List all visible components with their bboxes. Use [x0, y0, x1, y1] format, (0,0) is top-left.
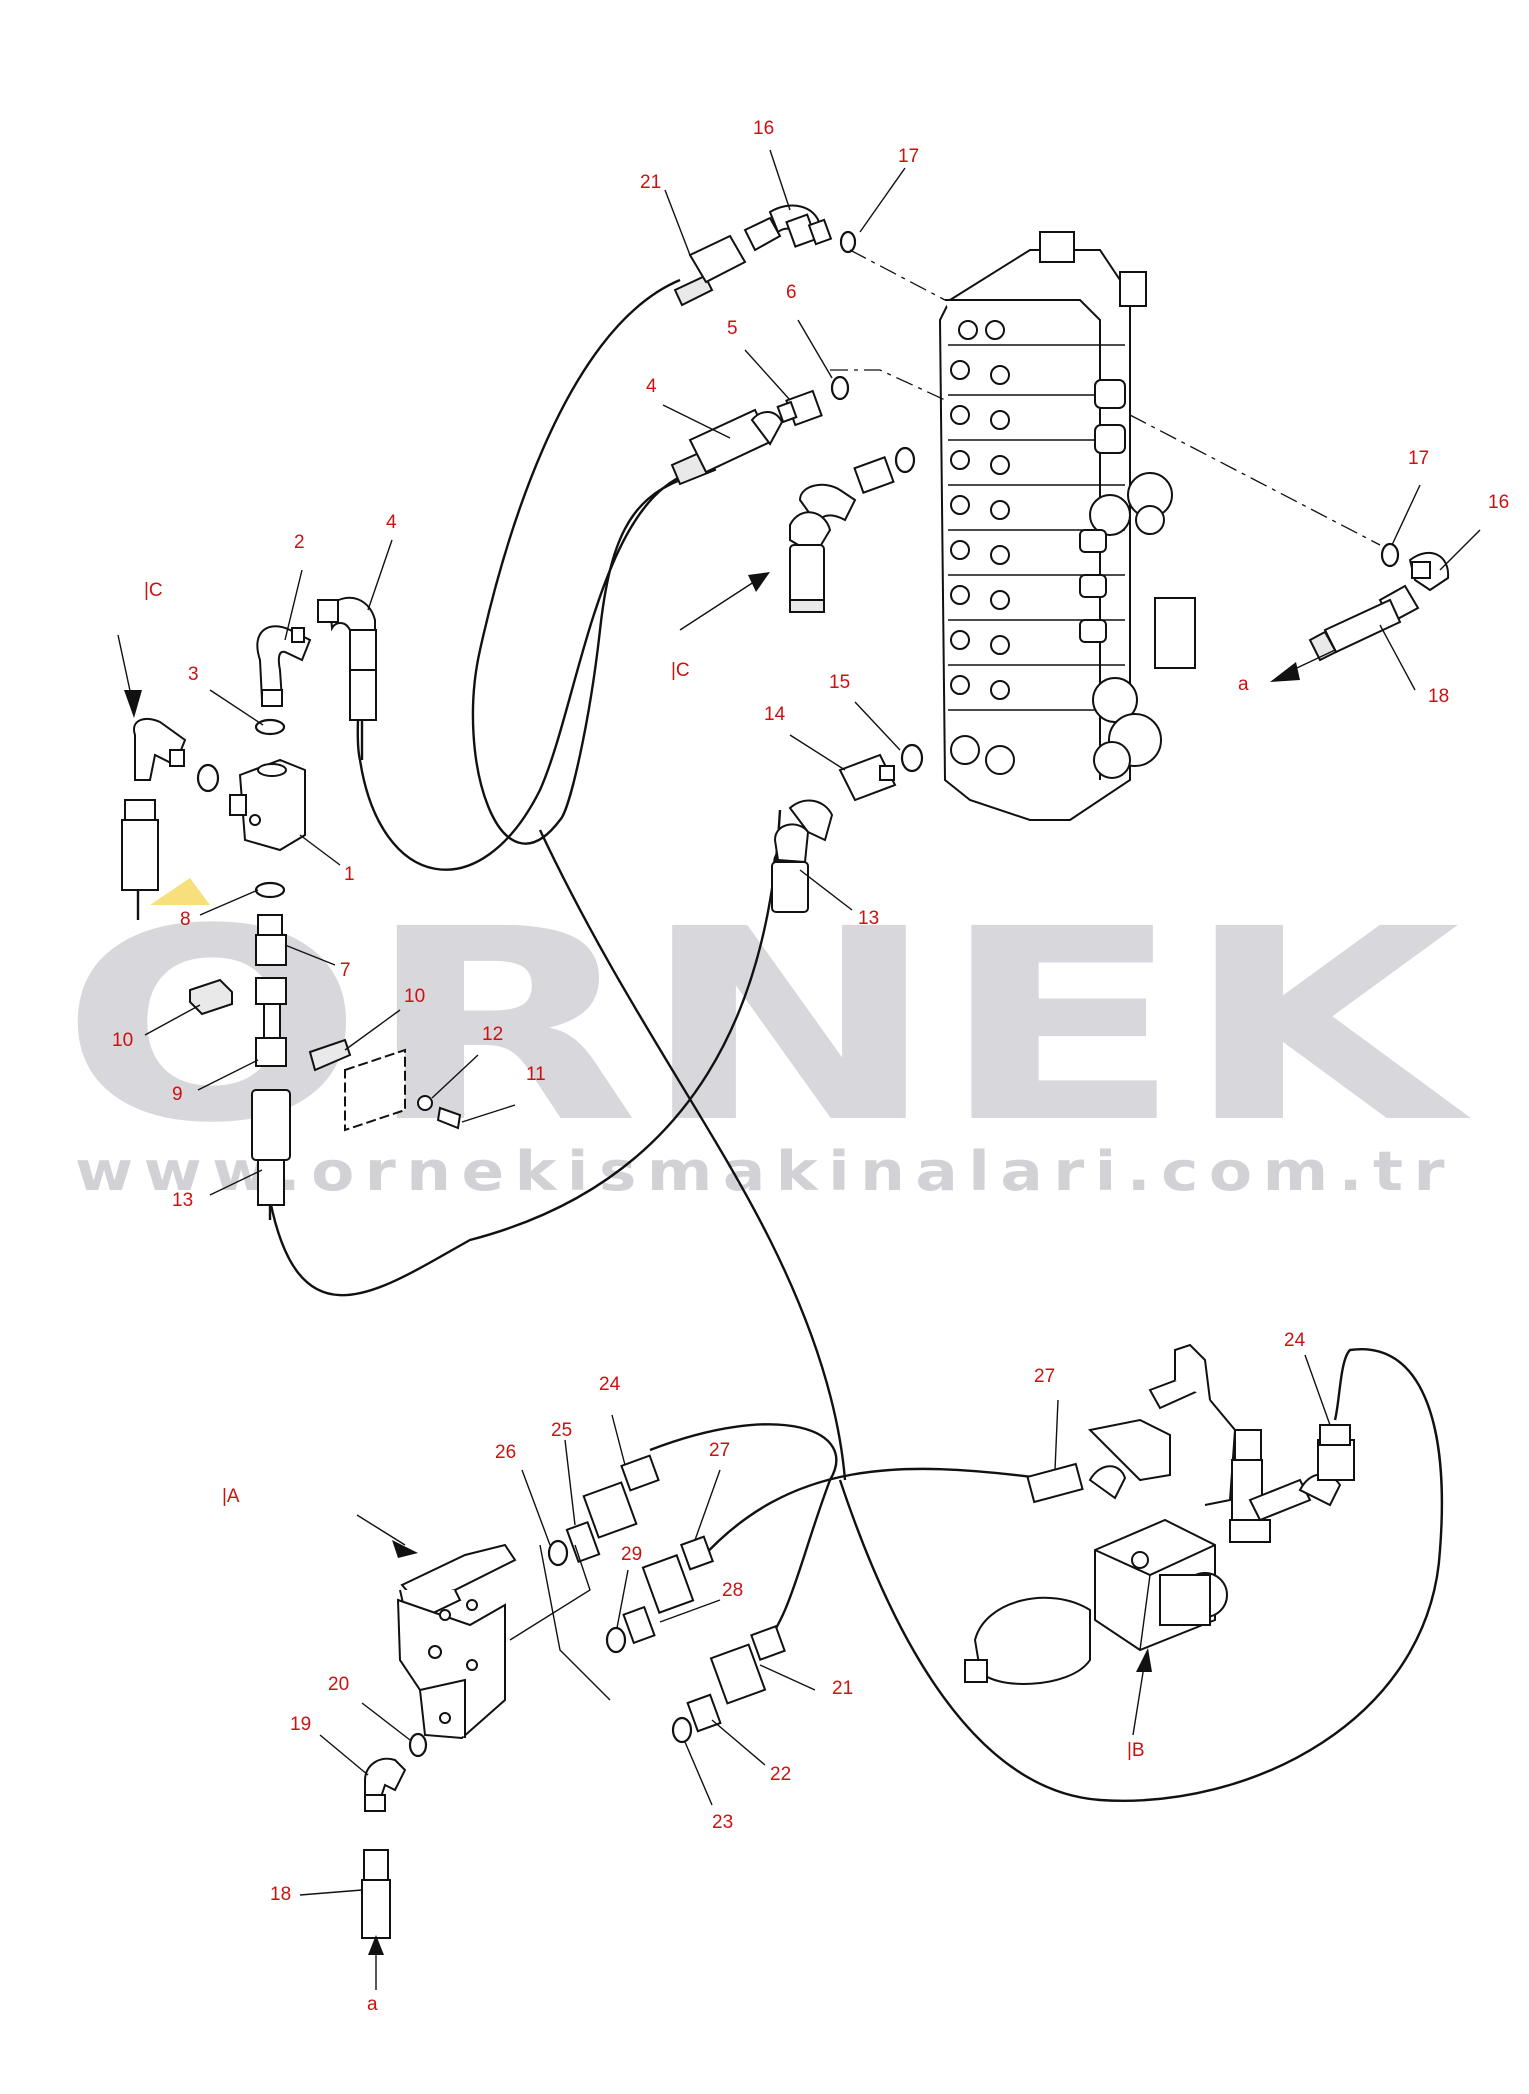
callout-21-lower: 21 [832, 1678, 853, 1699]
callout-11: 11 [526, 1064, 546, 1085]
fitting-group-21-16-17 [673, 204, 857, 307]
watermark-brand: ORNEK [60, 873, 1473, 1181]
callout-20: 20 [328, 1674, 349, 1695]
hose-lines [268, 278, 1444, 1802]
callout-22: 22 [770, 1764, 791, 1785]
callout-4: 4 [646, 376, 657, 397]
alignment-line-17 [849, 249, 946, 301]
callout-12: 12 [482, 1024, 503, 1045]
view-arrows [117, 572, 1336, 1990]
callout-10-left: 10 [112, 1030, 133, 1051]
alignment-line-16-right [1129, 414, 1381, 546]
callout-9: 9 [172, 1084, 183, 1105]
callout-15: 15 [829, 672, 850, 693]
fitting-group-right [1308, 542, 1450, 662]
callout-2: 2 [294, 532, 305, 553]
ref-a-right: a [1238, 674, 1249, 695]
left-assembly [121, 596, 462, 1220]
watermark-accent [150, 878, 210, 905]
callout-24-right: 24 [1284, 1330, 1306, 1351]
accumulator-assembly [964, 1343, 1355, 1685]
callout-17-right: 17 [1408, 448, 1429, 469]
callout-labels: 21 16 17 6 5 4 17 16 18 2 4 3 1 8 7 10 1… [112, 118, 1509, 1905]
fitting-group-elbow-mid [789, 446, 916, 613]
pedal-valve-assembly [361, 1543, 517, 1939]
view-ref-c-left: |C [144, 580, 163, 601]
callout-19: 19 [290, 1714, 311, 1735]
callout-13-left: 13 [172, 1190, 193, 1211]
view-ref-c-mid: |C [671, 660, 690, 681]
view-ref-b: |B [1127, 1740, 1145, 1761]
callout-16: 16 [753, 118, 774, 139]
ref-a-bottom: a [367, 1994, 378, 2015]
callout-27-right: 27 [1034, 1366, 1055, 1387]
callout-14: 14 [764, 704, 786, 725]
callout-18: 18 [1428, 686, 1449, 707]
fitting-group-14-15-13 [771, 743, 924, 913]
watermark-url: www.ornekismakinalari.com.tr [75, 1140, 1455, 1203]
callout-26: 26 [495, 1442, 516, 1463]
leader-lines [144, 149, 1481, 1896]
fitting-group-4-5-6 [670, 375, 850, 486]
callout-13-mid: 13 [858, 908, 879, 929]
callout-21: 21 [640, 172, 661, 193]
callout-29: 29 [621, 1544, 642, 1565]
callout-24: 24 [599, 1374, 621, 1395]
callout-10-right: 10 [404, 986, 425, 1007]
callout-16-right: 16 [1488, 492, 1509, 513]
callout-27: 27 [709, 1440, 730, 1461]
alignment-line-6 [830, 369, 946, 401]
fitting-group-lower-mid [547, 1454, 786, 1744]
callout-1: 1 [344, 864, 355, 885]
callout-18-lower: 18 [270, 1884, 291, 1905]
view-reference-labels: |C |C |A |B a a [144, 580, 1249, 2015]
callout-17: 17 [898, 146, 919, 167]
callout-28: 28 [722, 1580, 743, 1601]
control-valve-block [938, 231, 1196, 821]
callout-7: 7 [340, 960, 351, 981]
callout-8: 8 [180, 909, 191, 930]
callout-3: 3 [188, 664, 199, 685]
view-ref-a: |A [222, 1486, 240, 1507]
callout-5: 5 [727, 318, 738, 339]
watermark: ORNEK www.ornekismakinalari.com.tr [60, 873, 1473, 1203]
callout-6: 6 [786, 282, 797, 303]
callout-23: 23 [712, 1812, 733, 1833]
callout-25: 25 [551, 1420, 572, 1441]
callout-4-left: 4 [386, 512, 397, 533]
